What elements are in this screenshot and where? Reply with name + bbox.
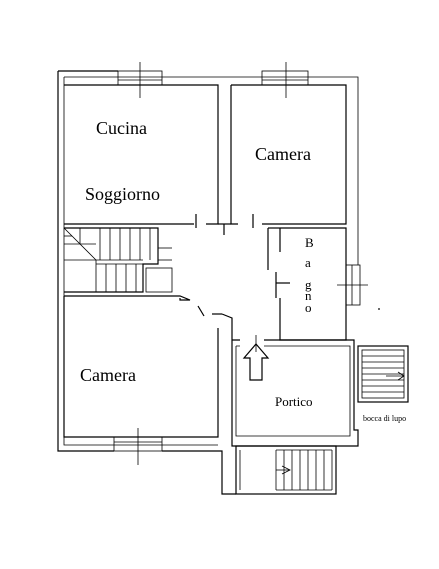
room-porch-walls	[231, 335, 359, 447]
label-kitchen: Cucina	[96, 118, 147, 138]
window-top-kitchen	[117, 62, 163, 98]
label-lightwell: bocca di lupo	[363, 414, 406, 423]
staircase-interior	[63, 227, 173, 293]
label-porch: Portico	[275, 394, 313, 409]
room-kitchen-walls	[64, 84, 219, 228]
stairs-porch	[235, 445, 337, 495]
bath-letter: B	[305, 235, 314, 250]
bath-letter: n	[305, 288, 312, 303]
stairs-lightwell	[357, 345, 409, 403]
label-bedroom-bottom: Camera	[80, 365, 136, 385]
window-top-bedroom	[261, 62, 309, 98]
room-bedroom-bottom-walls	[63, 295, 233, 438]
bath-letter: o	[305, 300, 312, 315]
window-bottom-bedroom	[113, 428, 163, 465]
label-living: Soggiorno	[85, 184, 160, 204]
bath-letter: a	[305, 255, 311, 270]
window-bathroom	[337, 264, 380, 310]
outer-walls	[57, 70, 359, 495]
bath-letter: g	[305, 277, 312, 292]
room-bedroom-top-walls	[218, 84, 347, 235]
label-bathroom: B a g n o	[305, 235, 314, 315]
entrance-arrow	[242, 343, 270, 381]
label-bedroom-top: Camera	[255, 144, 311, 164]
